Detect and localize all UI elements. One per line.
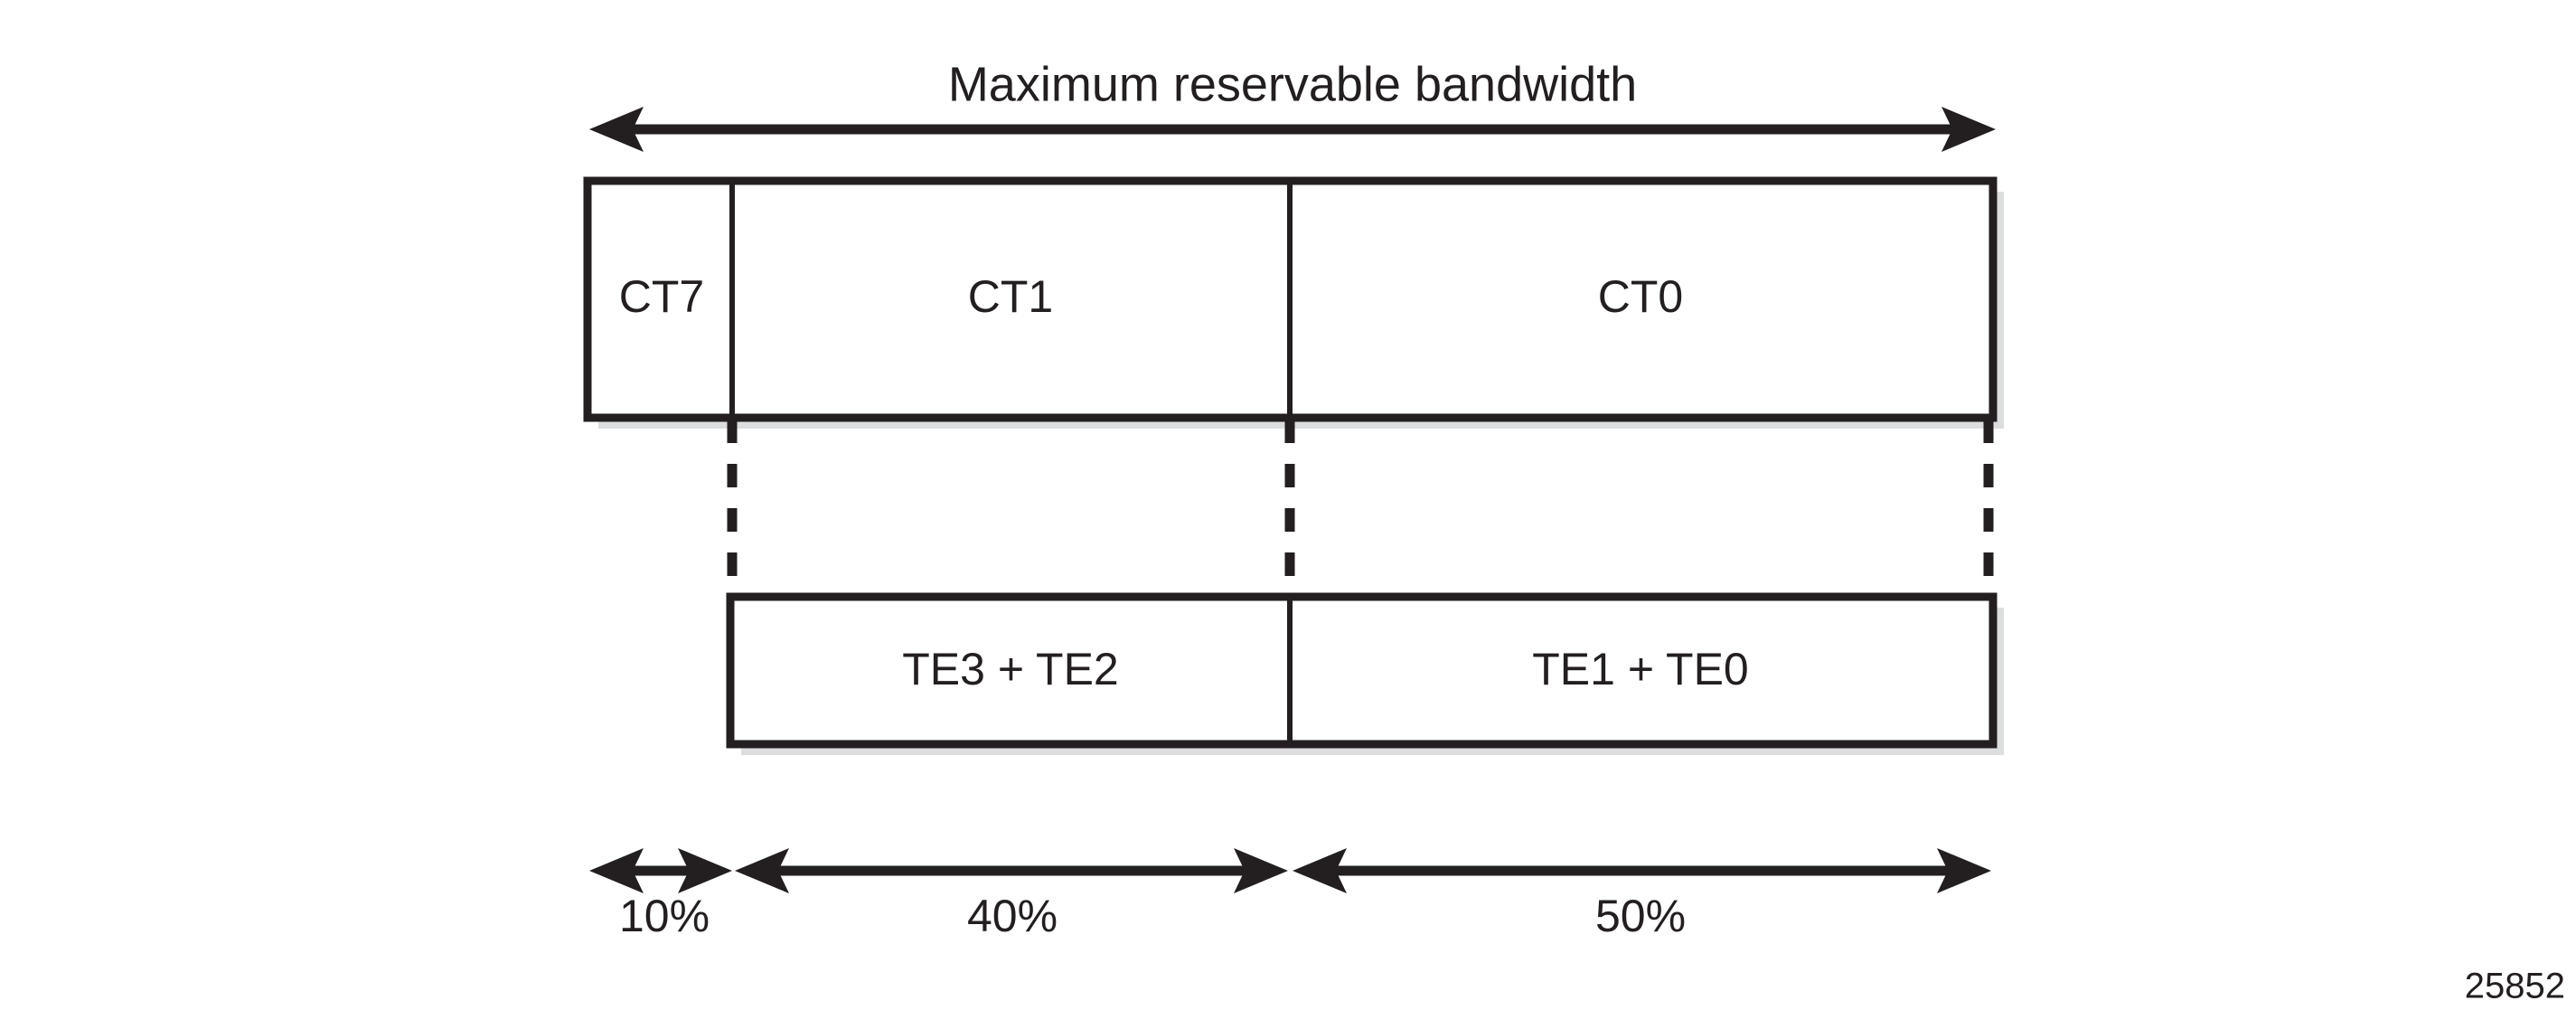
ct-segment-label-ct1: CT1 (968, 271, 1053, 322)
arrow-head-right (678, 848, 732, 893)
percent-label-10: 10% (619, 891, 710, 941)
ct-segment-label-ct0: CT0 (1598, 271, 1683, 322)
percent-arrow-10 (589, 848, 732, 893)
arrow-head-left (589, 107, 644, 152)
arrow-head-right (1937, 848, 1991, 893)
arrow-head-right (1234, 848, 1288, 893)
percent-arrow-50 (1293, 848, 1991, 893)
arrow-head-left (1293, 848, 1347, 893)
arrow-head-left (735, 848, 789, 893)
percent-arrow-40 (735, 848, 1288, 893)
arrow-head-right (1941, 107, 1996, 152)
ct-segment-label-ct7: CT7 (619, 271, 704, 322)
te-bar (726, 592, 1998, 749)
percent-label-50: 50% (1595, 891, 1686, 941)
te-segment-label-te3-te2: TE3 + TE2 (902, 644, 1118, 694)
maximum-reservable-bandwidth-arrow (589, 107, 1996, 152)
page-title: Maximum reservable bandwidth (948, 57, 1637, 111)
te-segment-label-te1-te0: TE1 + TE0 (1532, 644, 1748, 694)
arrow-head-left (589, 848, 644, 893)
figure-number: 25852 (2465, 967, 2565, 1006)
percent-label-40: 40% (967, 891, 1058, 941)
